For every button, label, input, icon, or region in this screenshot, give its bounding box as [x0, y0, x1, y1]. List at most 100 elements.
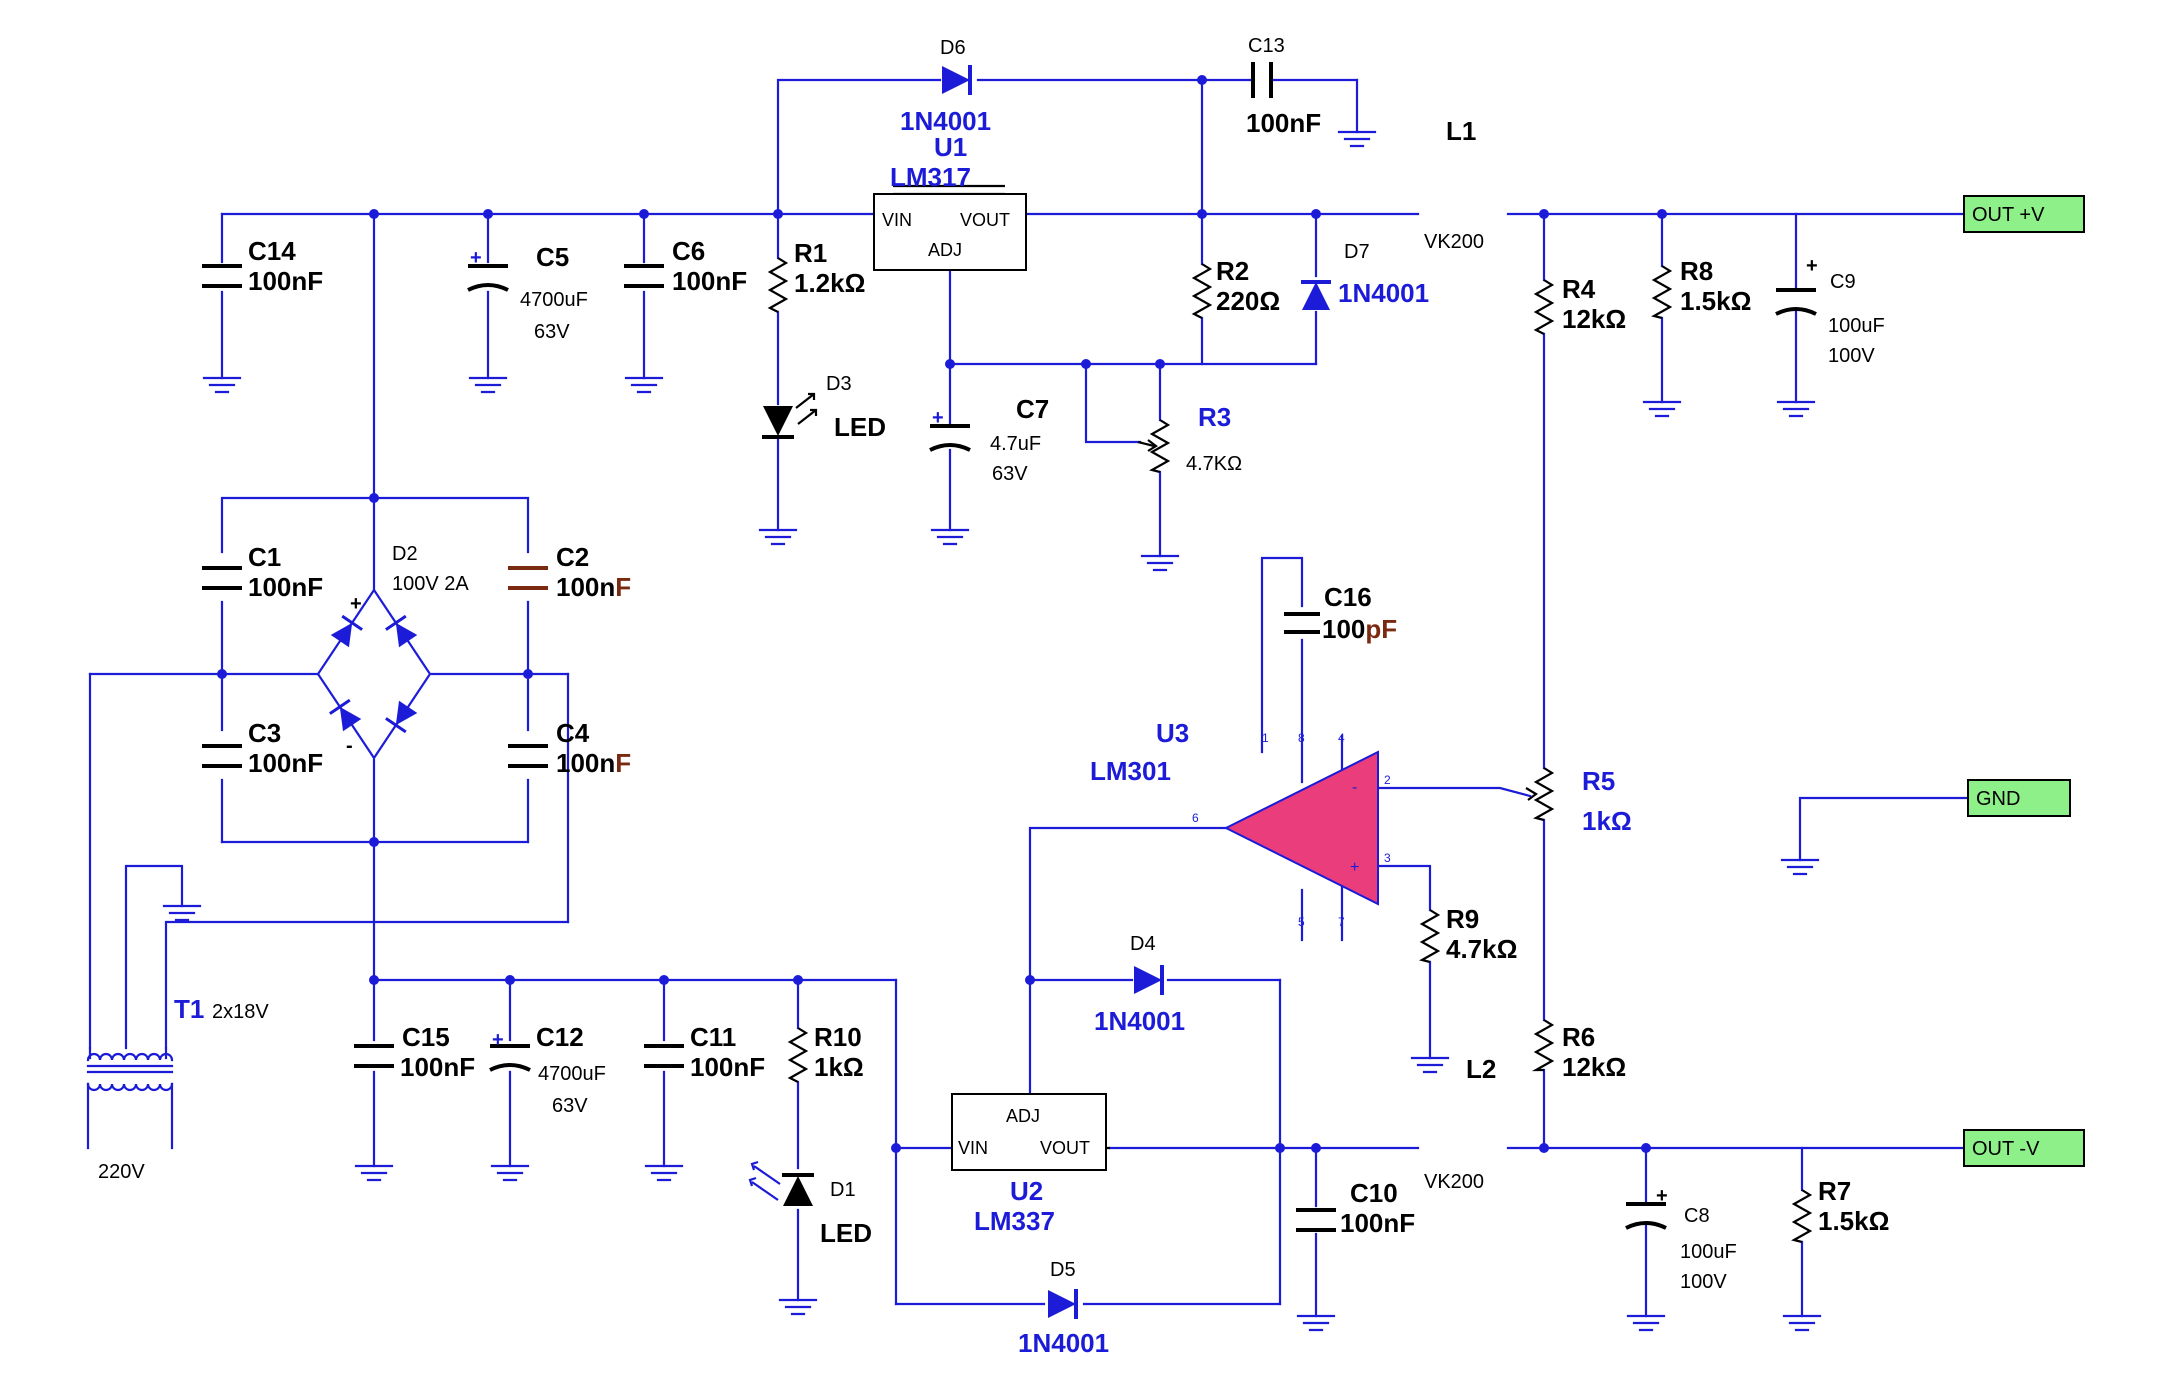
ground-icon	[644, 1164, 684, 1182]
port-gnd	[1967, 779, 2071, 817]
port-out-neg	[1963, 1129, 2085, 1167]
resistor-icon	[1791, 1189, 1813, 1244]
led-icon	[762, 392, 818, 439]
capacitor-icon	[1251, 62, 1273, 98]
capacitor-icon	[202, 744, 242, 768]
c3-ref: C3	[248, 718, 281, 748]
d6-value: 1N4001	[900, 106, 991, 136]
diode-icon	[1301, 280, 1331, 310]
r6-value: 12kΩ	[1562, 1052, 1626, 1082]
u1-value: LM317	[890, 162, 971, 192]
transformer-icon	[86, 1046, 174, 1150]
ground-symbols	[162, 130, 1822, 1332]
capacitor-icon	[1284, 612, 1320, 634]
c8-ref: C8	[1684, 1205, 1710, 1227]
l2-ref: L2	[1466, 1054, 1496, 1084]
resistor-symbols	[767, 257, 1813, 1244]
opamp-plus-sign: +	[1350, 859, 1359, 876]
capacitor-icon	[354, 1044, 394, 1068]
ground-icon	[490, 1164, 530, 1182]
capacitor-icon	[202, 264, 242, 288]
led-icon	[748, 1160, 814, 1206]
c15-ref: C15	[402, 1022, 450, 1052]
c1-ref: C1	[248, 542, 281, 572]
ground-icon	[1776, 400, 1816, 418]
port-out-pos	[1963, 195, 2085, 233]
r4-ref: R4	[1562, 274, 1596, 304]
capacitor-icon	[202, 566, 242, 590]
port-out-pos-label: OUT +V	[1972, 204, 2045, 226]
opamp-pin-8: 8	[1298, 731, 1305, 745]
c8-voltage: 100V	[1680, 1271, 1727, 1293]
c14-ref: C14	[248, 236, 296, 266]
c16-value: 100pF	[1322, 614, 1397, 644]
u1-ref: U1	[934, 132, 967, 162]
r2-ref: R2	[1216, 256, 1249, 286]
u1-pin-vout: VOUT	[960, 210, 1010, 230]
c10-value: 100nF	[1340, 1208, 1415, 1238]
c5-ref: C5	[536, 242, 569, 272]
u1-pin-adj: ADJ	[928, 240, 962, 260]
u2-pin-vin: VIN	[958, 1138, 988, 1158]
port-gnd-label: GND	[1976, 788, 2020, 810]
resistor-icon	[767, 257, 789, 313]
opamp-minus-sign: -	[1352, 779, 1357, 796]
resistor-icon	[787, 1027, 809, 1083]
electrolytic-capacitor-icon	[1625, 1202, 1667, 1230]
c14-value: 100nF	[248, 266, 323, 296]
c7-value: 4.7uF	[990, 433, 1041, 455]
d2-value: 100V 2A	[392, 573, 469, 595]
opamp-pin-5: 5	[1298, 915, 1305, 929]
l1-value: VK200	[1424, 231, 1484, 253]
r3-value: 4.7KΩ	[1186, 453, 1242, 475]
r8-ref: R8	[1680, 256, 1713, 286]
bridge-rectifier-icon	[316, 588, 432, 760]
output-ports: OUT +V GND OUT -V	[1963, 195, 2085, 1167]
c3-value: 100nF	[248, 748, 323, 778]
r4-value: 12kΩ	[1562, 304, 1626, 334]
c2-ref: C2	[556, 542, 589, 572]
electrolytic-capacitor-symbols	[467, 264, 1817, 1230]
capacitor-symbols	[202, 62, 1336, 1232]
diode-icon	[1048, 1289, 1078, 1319]
ground-icon	[1642, 400, 1682, 418]
capacitor-icon	[508, 566, 548, 590]
r7-value: 1.5kΩ	[1818, 1206, 1889, 1236]
electrolytic-capacitor-icon	[467, 264, 509, 292]
c8-plus: +	[1656, 1185, 1668, 1207]
ground-icon	[1782, 1314, 1822, 1332]
c12-ref: C12	[536, 1022, 584, 1052]
ground-icon	[930, 528, 970, 546]
port-out-neg-label: OUT -V	[1972, 1138, 2040, 1160]
r1-ref: R1	[794, 238, 827, 268]
u2-pin-adj: ADJ	[1006, 1106, 1040, 1126]
c9-voltage: 100V	[1828, 345, 1875, 367]
regulator-u2: ADJ VIN VOUT	[951, 1093, 1107, 1171]
r10-value: 1kΩ	[814, 1052, 864, 1082]
electrolytic-capacitor-icon	[1775, 288, 1817, 316]
d4-value: 1N4001	[1094, 1006, 1185, 1036]
bridge-plus: +	[350, 593, 362, 615]
u3-ref: U3	[1156, 718, 1189, 748]
d7-ref: D7	[1344, 241, 1370, 263]
component-labels: D6 1N4001 U1 LM317 C13 100nF L1 VK200 C1…	[98, 35, 1889, 1358]
inductor-symbols	[873, 184, 1110, 1150]
regulator-u1: VIN VOUT ADJ	[873, 193, 1027, 271]
c5-plus: +	[470, 247, 482, 269]
ground-icon	[162, 904, 202, 922]
r1-value: 1.2kΩ	[794, 268, 865, 298]
diode-symbols	[316, 65, 1331, 1319]
r5-value: 1kΩ	[1582, 806, 1632, 836]
resistor-icon	[1533, 279, 1555, 335]
junctions	[217, 75, 1667, 1153]
c11-value: 100nF	[690, 1052, 765, 1082]
ground-icon	[758, 528, 798, 546]
ground-icon	[624, 376, 664, 394]
resistor-icon	[1419, 909, 1441, 964]
opamp-pin-4: 4	[1338, 731, 1345, 745]
opamp-pin-2: 2	[1384, 773, 1391, 787]
u2-value: LM337	[974, 1206, 1055, 1236]
t1-value: 2x18V	[212, 1001, 269, 1023]
c9-value: 100uF	[1828, 315, 1885, 337]
c6-value: 100nF	[672, 266, 747, 296]
